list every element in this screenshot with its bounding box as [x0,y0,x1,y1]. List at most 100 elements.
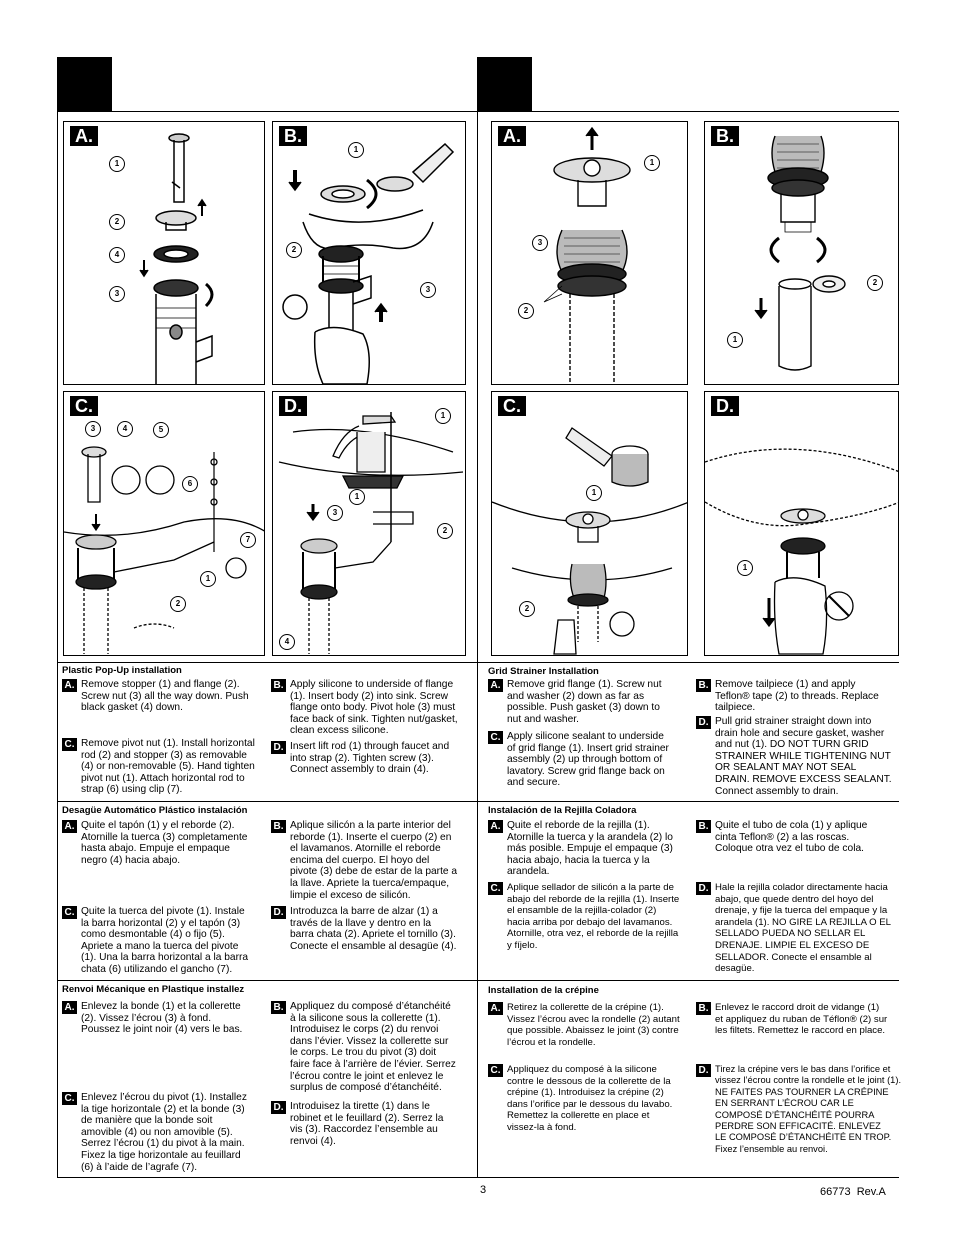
step-tag: B. [696,820,711,833]
rule [57,801,477,802]
panel-label: A. [70,126,98,146]
step-text: Tirez la crépine vers le bas dans l’orif… [715,1064,902,1154]
step-text: Apply silicone to underside of flange (1… [290,679,458,737]
callout: 4 [279,634,295,650]
callout: 5 [153,422,169,438]
step-text: Enlevez la bonde (1) et la collerette (2… [81,1001,243,1036]
step-c: C. Quite la tuerca del pivote (1). Insta… [62,906,267,976]
rule [57,1177,899,1178]
step-tag: C. [488,1064,503,1077]
callout: 2 [518,303,534,319]
pull-strainer-down-illustration [705,448,898,655]
step-a: A. Retirez la collerette de la crépine (… [488,1002,698,1048]
step-tag: A. [488,679,503,692]
step-tag: B. [271,679,286,692]
callout: 1 [586,485,602,501]
step-tag: D. [696,716,711,729]
step-tag: D. [696,882,711,895]
step-tag: A. [488,1002,503,1015]
rule [57,662,477,663]
step-tag: C. [62,738,77,751]
step-tag: B. [271,1001,286,1014]
callout: 4 [117,421,133,437]
top-rule [57,111,899,112]
rule [477,980,899,981]
right-panel-b: B. 2 1 [704,121,899,385]
step-a: A. Quite el reborde de la rejilla (1). A… [488,820,698,878]
pivot-rod-illustration [64,446,264,654]
page-number: 3 [480,1184,487,1196]
right-panel-d: D. 1 [704,391,899,656]
step-tag: A. [62,820,77,833]
callout: 1 [348,142,364,158]
callout: 1 [727,332,743,348]
right-panel-c: C. 1 2 [491,391,688,656]
step-a: A. Enlevez la bonde (1) et la collerette… [62,1001,267,1036]
step-text: Pull grid strainer straight down into dr… [715,716,892,797]
callout: 1 [435,408,451,424]
step-text: Quite el reborde de la rejilla (1). Ator… [507,820,673,878]
section-title: Instalación de la Rejilla Coladora [488,805,637,816]
step-text: Enlevez le raccord droit de vidange (1) … [715,1002,888,1037]
callout: 3 [109,286,125,302]
step-tag: D. [271,1101,286,1114]
document-id: 66773 Rev.A [820,1186,886,1198]
panel-label: C. [70,396,98,416]
step-c: C. Apply silicone sealant to underside o… [488,731,698,789]
callout: 2 [437,523,453,539]
center-rule [477,111,478,1177]
step-c: C. Remove pivot nut (1). Install horizon… [62,738,267,796]
callout: 2 [286,242,302,258]
panel-label: C. [498,396,526,416]
section-title: Grid Strainer Installation [488,666,599,677]
left-panel-b: B. 1 2 3 [272,121,466,385]
right-panel-a: A. 1 3 2 [491,121,688,385]
step-tag: C. [488,731,503,744]
callout: 7 [240,532,256,548]
section-title: Renvoi Mécanique en Plastique installez [62,984,245,995]
step-tag: C. [62,1092,77,1105]
left-header-block [57,57,112,112]
step-text: Quite el tubo de cola (1) y aplique cint… [715,820,868,855]
callout: 3 [85,421,101,437]
callout: 6 [182,476,198,492]
step-text: Apply silicone sealant to underside of g… [507,731,669,789]
step-d: D. Insert lift rod (1) through faucet an… [271,741,471,776]
step-d: D. Introduzca la barre de alzar (1) a tr… [271,906,476,952]
step-text: Appliquez du composé d’étanchéité à la s… [290,1001,456,1094]
step-tag: D. [271,741,286,754]
step-text: Introduzca la barre de alzar (1) a travé… [290,906,457,952]
callout: 2 [867,275,883,291]
step-b: B. Quite el tubo de cola (1) y aplique c… [696,820,901,855]
left-panel-d: D. 1 1 3 2 4 [272,391,466,656]
step-c: C. Aplique sellador de silicón a la part… [488,882,698,952]
left-panel-c: C. 3 4 5 6 7 1 2 [63,391,265,656]
step-tag: C. [488,882,503,895]
callout: 1 [200,571,216,587]
left-rule [57,111,58,1177]
faucet-lift-rod-illustration [278,412,464,654]
step-text: Introduisez la tirette (1) dans le robin… [290,1101,444,1147]
rule [57,980,477,981]
panel-label: D. [279,396,307,416]
tailpiece-teflon-illustration [754,135,846,371]
drain-body-illustration [282,142,455,384]
callout: 2 [109,214,125,230]
silicone-sealant-illustration [492,427,687,655]
callout: 2 [519,601,535,617]
step-a: A. Remove grid flange (1). Screw nut and… [488,679,698,725]
step-text: Quite el tapón (1) y el reborde (2). Ato… [81,820,248,866]
callout: 3 [420,282,436,298]
step-text: Remove pivot nut (1). Install horizontal… [81,738,255,796]
right-header-block [477,57,532,112]
callout: 1 [644,155,660,171]
step-text: Remove tailpiece (1) and apply Teflon® t… [715,679,879,714]
section-title: Installation de la crépine [488,985,599,996]
step-a: A. Quite el tapón (1) y el reborde (2). … [62,820,267,866]
step-tag: A. [488,820,503,833]
step-b: B. Appliquez du composé d’étanchéité à l… [271,1001,476,1094]
step-text: Quite la tuerca del pivote (1). Instale … [81,906,249,975]
callout: 2 [170,596,186,612]
step-b: B. Apply silicone to underside of flange… [271,679,471,737]
step-d: D. Pull grid strainer straight down into… [696,716,901,797]
